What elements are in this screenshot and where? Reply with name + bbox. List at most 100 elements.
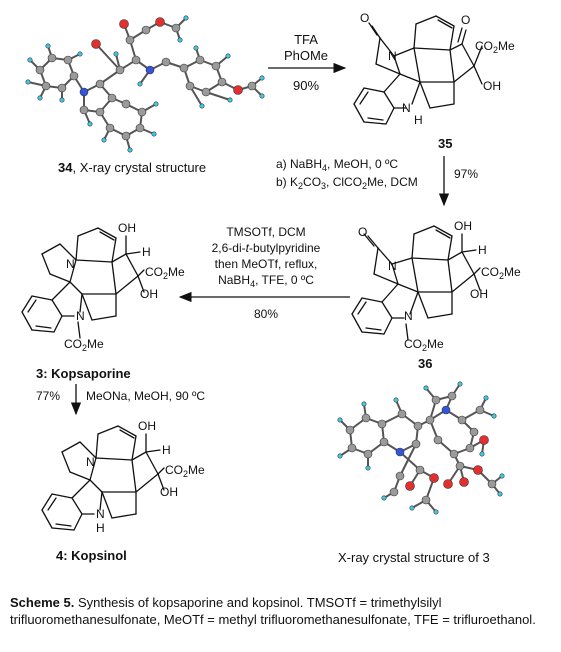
36-top-hydroxyl: OH [454,219,472,233]
36-h: H [478,243,487,257]
xray3-atom [395,447,405,457]
xray34-atom [107,93,117,103]
4-indoline-h: H [96,521,105,535]
xray34-atom [141,25,151,35]
xray3-atom [457,381,463,387]
xray-structure-34 [25,15,265,153]
molecule-36 [351,225,481,341]
xray34-atom [151,131,157,137]
xray34-atom [35,65,45,75]
xray3-atom [337,417,343,423]
35-ester-co: CO2Me [475,39,515,55]
xray34-atom [101,137,107,143]
3-top-hydroxyl: OH [118,221,136,235]
xray34-atom [79,87,89,97]
xray3-atom [361,401,367,407]
step3-yield: 80% [254,307,278,321]
xray3-atom [425,415,435,425]
xray34-atom [95,107,105,117]
arrow-step-2: a) NaBH4, MeOH, 0 ºC b) K2CO3, ClCO2Me, … [276,156,478,207]
xray34-atom [47,53,57,63]
step2-line-b: b) K2CO3, ClCO2Me, DCM [276,175,418,191]
compound-4-label: 4: Kopsinol [56,548,127,563]
36-indoline-n: N [404,309,413,323]
step3-line-4: NaBH4, TFE, 0 ºC [218,273,314,289]
3-amine-n: N [66,257,75,271]
compound-36-label: 36 [418,356,432,371]
molecule-3-labels: N OH H CO2Me OH N CO2Me 3: Kopsaporine [36,221,185,381]
xray34-bond [95,43,121,71]
xray34-atom [127,147,133,153]
xray34-atom [91,39,101,49]
xray34-atom [177,37,183,43]
xray34-atom [121,99,131,109]
xray3-atom [475,405,485,415]
36-lactam-o: O [358,225,367,239]
caption-body: Synthesis of kopsaporine and kopsinol. T… [10,595,536,627]
xray3-atom [449,449,459,459]
xray34-atom [87,121,93,127]
35-hydroxyl: OH [483,79,501,93]
xray3-atom [415,465,425,475]
4-amine-n: N [86,455,95,469]
xray3-atom [411,439,421,449]
xray34-atom [137,81,143,87]
4-top-hydroxyl: OH [138,419,156,433]
caption-title: Scheme 5. [10,595,75,610]
xray3-atom [455,461,465,471]
xray34-atom [41,81,51,91]
xray3-bond [399,443,417,477]
xray34-atom [27,57,33,63]
xray3-atom [413,421,423,431]
molecule-4-kopsinol [41,425,165,531]
scheme-caption: Scheme 5. Synthesis of kopsaporine and k… [10,594,550,628]
3-ester: CO2Me [145,265,185,281]
xray3-atom [443,479,453,489]
xray34-atom [179,63,189,73]
xray34-atom [77,51,83,57]
xray3-atom [347,443,357,453]
xray34-atom [63,55,73,65]
xray-structure-3 [337,381,505,515]
xray34-atom [211,61,221,71]
35-indoline-h: H [414,113,423,127]
xray3-atom [409,505,415,511]
4-h: H [162,443,171,457]
xray34-atom [137,107,147,117]
compound-3-label: 3: Kopsaporine [36,366,131,381]
xray3-atom [469,427,479,437]
molecule-4-labels: N OH H CO2Me OH N H 4: Kopsinol [56,419,205,563]
xray3-atom [465,443,475,453]
xray34-atom [193,45,199,51]
xray34-atom [155,17,165,27]
xray34-atom [45,43,51,49]
36-amine-n: N [388,259,397,273]
xray3-atom [499,473,505,479]
xray3-atom [433,435,443,445]
arrow-step-3: TMSOTf, DCM 2,6-di-t-butylpyridine then … [178,225,350,321]
xray34-atom [153,101,159,107]
arrow-step-1: TFA PhOMe 90% [268,32,347,93]
xray34-atom [121,131,131,141]
xray-3-label: X-ray crystal structure of 3 [338,550,490,565]
xray34-atom [69,71,79,81]
xray34-atom [199,103,205,109]
xray3-atom [433,509,439,515]
35-ketone-o2: O [461,13,470,27]
xray3-atom [379,437,389,447]
molecule-35-labels: O N O CO2Me OH N H 35 [360,11,515,151]
4-ester: CO2Me [165,463,205,479]
xray3-atom [497,491,503,497]
step3-line-3: then MeOTf, reflux, [215,257,318,271]
step1-yield: 90% [293,78,319,93]
molecule-36-labels: O N OH H CO2Me OH N CO2Me 36 [358,219,521,371]
xray3-atom [491,413,497,419]
step1-reagent-phome: PhOMe [284,48,328,63]
step2-line-a: a) NaBH4, MeOH, 0 ºC [276,157,398,173]
xray3-atom [479,451,485,457]
xray3-atom [363,449,373,459]
xray3-atom [423,385,429,391]
xray3-atom [431,395,441,405]
step4-reagent: MeONa, MeOH, 90 ºC [86,389,205,403]
xray34-atom [131,55,141,65]
